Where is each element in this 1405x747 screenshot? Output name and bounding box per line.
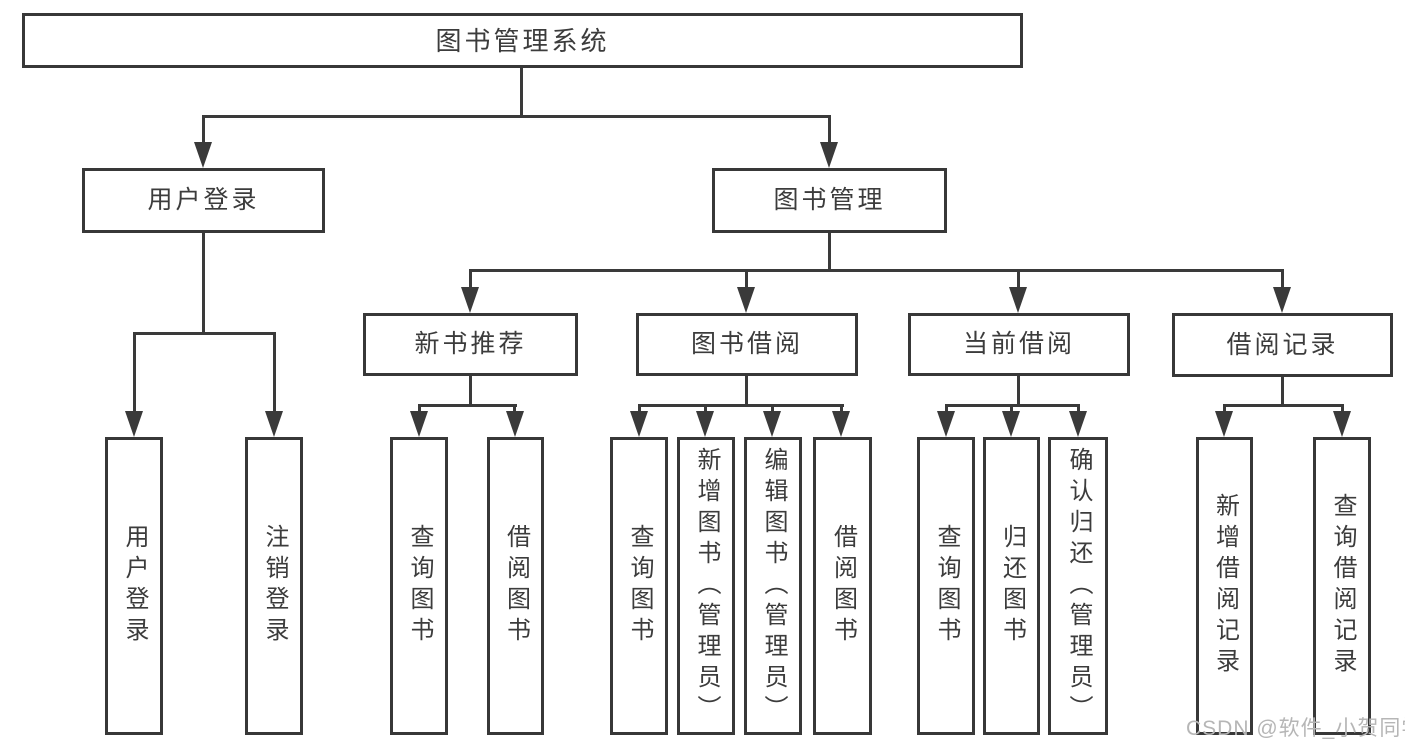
leaf-cb-query-books-label: 查询图书 [933,524,960,648]
node-current-borrow: 当前借阅 [908,313,1130,376]
connector-drop [513,406,516,413]
connector-current-borrow-hline [945,404,1080,407]
leaf-bb-add-books-admin: 新增图书（管理员） [677,437,735,735]
connector-borrow-records-drop [1281,271,1284,288]
arrow-down-book-mgmt [820,142,838,168]
arrow-down-leaf [1069,411,1087,437]
connector-user-login-drop [202,117,205,144]
node-book-borrow-label: 图书借阅 [690,330,803,358]
leaf-bb-edit-books-admin: 编辑图书（管理员） [744,437,802,735]
node-user-login: 用户登录 [82,168,325,233]
leaf-nb-borrow-books-label: 借阅图书 [502,524,530,648]
leaf-nb-query-books: 查询图书 [390,437,448,735]
connector-user-login-hline [133,332,276,335]
csdn-watermark: CSDN @软件_小贺同学 [1186,717,1405,740]
connector-current-borrow-drop [1017,271,1020,288]
arrow-down-book-borrow [737,287,755,313]
arrow-down-leaf-logout [265,411,283,437]
node-new-books: 新书推荐 [363,313,578,376]
connector-new-books-drop [469,271,472,288]
leaf-nb-query-books-label: 查询图书 [406,524,433,648]
connector-new-books-stem [469,376,472,407]
connector-drop [945,406,948,413]
connector-book-borrow-hline [638,404,844,407]
leaf-logout-label: 注销登录 [261,524,288,648]
arrow-down-leaf [937,411,955,437]
node-borrow-records: 借阅记录 [1172,313,1393,377]
arrow-down-leaf [1333,411,1351,437]
leaf-br-add-record-label: 新增借阅记录 [1211,493,1239,679]
leaf-br-query-record-label: 查询借阅记录 [1329,493,1356,679]
node-root: 图书管理系统 [22,13,1023,68]
leaf-cb-return-books-label: 归还图书 [998,524,1026,648]
arrow-down-leaf [763,411,781,437]
leaf-cb-return-books: 归还图书 [983,437,1040,735]
node-book-mgmt-label: 图书管理 [773,186,886,214]
leaf-bb-add-books-admin-label: 新增图书（管理员） [693,446,720,726]
connector-drop [840,406,843,413]
node-root-label: 图书管理系统 [435,25,610,56]
leaf-bb-borrow-books: 借阅图书 [813,437,872,735]
leaf-cb-confirm-return-admin: 确认归还（管理员） [1048,437,1108,735]
arrow-down-leaf [506,411,524,437]
connector-book-mgmt-stem [828,233,831,272]
leaf-bb-query-books-label: 查询图书 [626,524,653,648]
arrow-down-leaf [410,411,428,437]
leaf-br-query-record: 查询借阅记录 [1313,437,1371,735]
arrow-down-leaf [1002,411,1020,437]
arrow-down-leaf [1215,411,1233,437]
node-new-books-label: 新书推荐 [414,330,527,358]
connector-borrow-records-hline [1223,404,1344,407]
connector-drop [771,406,774,413]
connector-user-login-stem [202,233,205,334]
connector-book-mgmt-drop [828,117,831,144]
leaf-user-login: 用户登录 [105,437,163,735]
leaf-br-add-record: 新增借阅记录 [1196,437,1253,735]
connector-root-stem [520,68,523,117]
connector-drop [1010,406,1013,413]
connector-leaf-logout-drop [273,334,276,412]
leaf-nb-borrow-books: 借阅图书 [487,437,544,735]
connector-current-borrow-stem [1017,376,1020,407]
leaf-bb-query-books: 查询图书 [610,437,668,735]
connector-level3-hline [469,269,1284,272]
connector-drop [1077,406,1080,413]
leaf-cb-confirm-return-admin-label: 确认归还（管理员） [1065,446,1092,726]
connector-drop [704,406,707,413]
leaf-bb-edit-books-admin-label: 编辑图书（管理员） [760,446,787,726]
connector-book-borrow-stem [745,376,748,407]
connector-drop [418,406,421,413]
node-book-borrow: 图书借阅 [636,313,858,376]
connector-leaf-login-drop [133,334,136,412]
node-user-login-label: 用户登录 [147,186,260,214]
arrow-down-new-books [461,287,479,313]
connector-borrow-records-stem [1281,377,1284,407]
node-book-mgmt: 图书管理 [712,168,947,233]
connector-drop [1341,406,1344,413]
arrow-down-leaf [630,411,648,437]
arrow-down-leaf [696,411,714,437]
arrow-down-current-borrow [1009,287,1027,313]
connector-drop [638,406,641,413]
arrow-down-user-login [194,142,212,168]
leaf-user-login-label: 用户登录 [121,524,148,648]
connector-drop [1223,406,1226,413]
arrow-down-leaf-login [125,411,143,437]
node-current-borrow-label: 当前借阅 [962,330,1075,358]
connector-new-books-hline [418,404,517,407]
node-borrow-records-label: 借阅记录 [1226,330,1339,359]
connector-level1-hline [202,115,831,118]
arrow-down-borrow-records [1273,287,1291,313]
connector-book-borrow-drop [745,271,748,288]
leaf-bb-borrow-books-label: 借阅图书 [829,524,857,648]
arrow-down-leaf [832,411,850,437]
leaf-cb-query-books: 查询图书 [917,437,975,735]
leaf-logout: 注销登录 [245,437,303,735]
